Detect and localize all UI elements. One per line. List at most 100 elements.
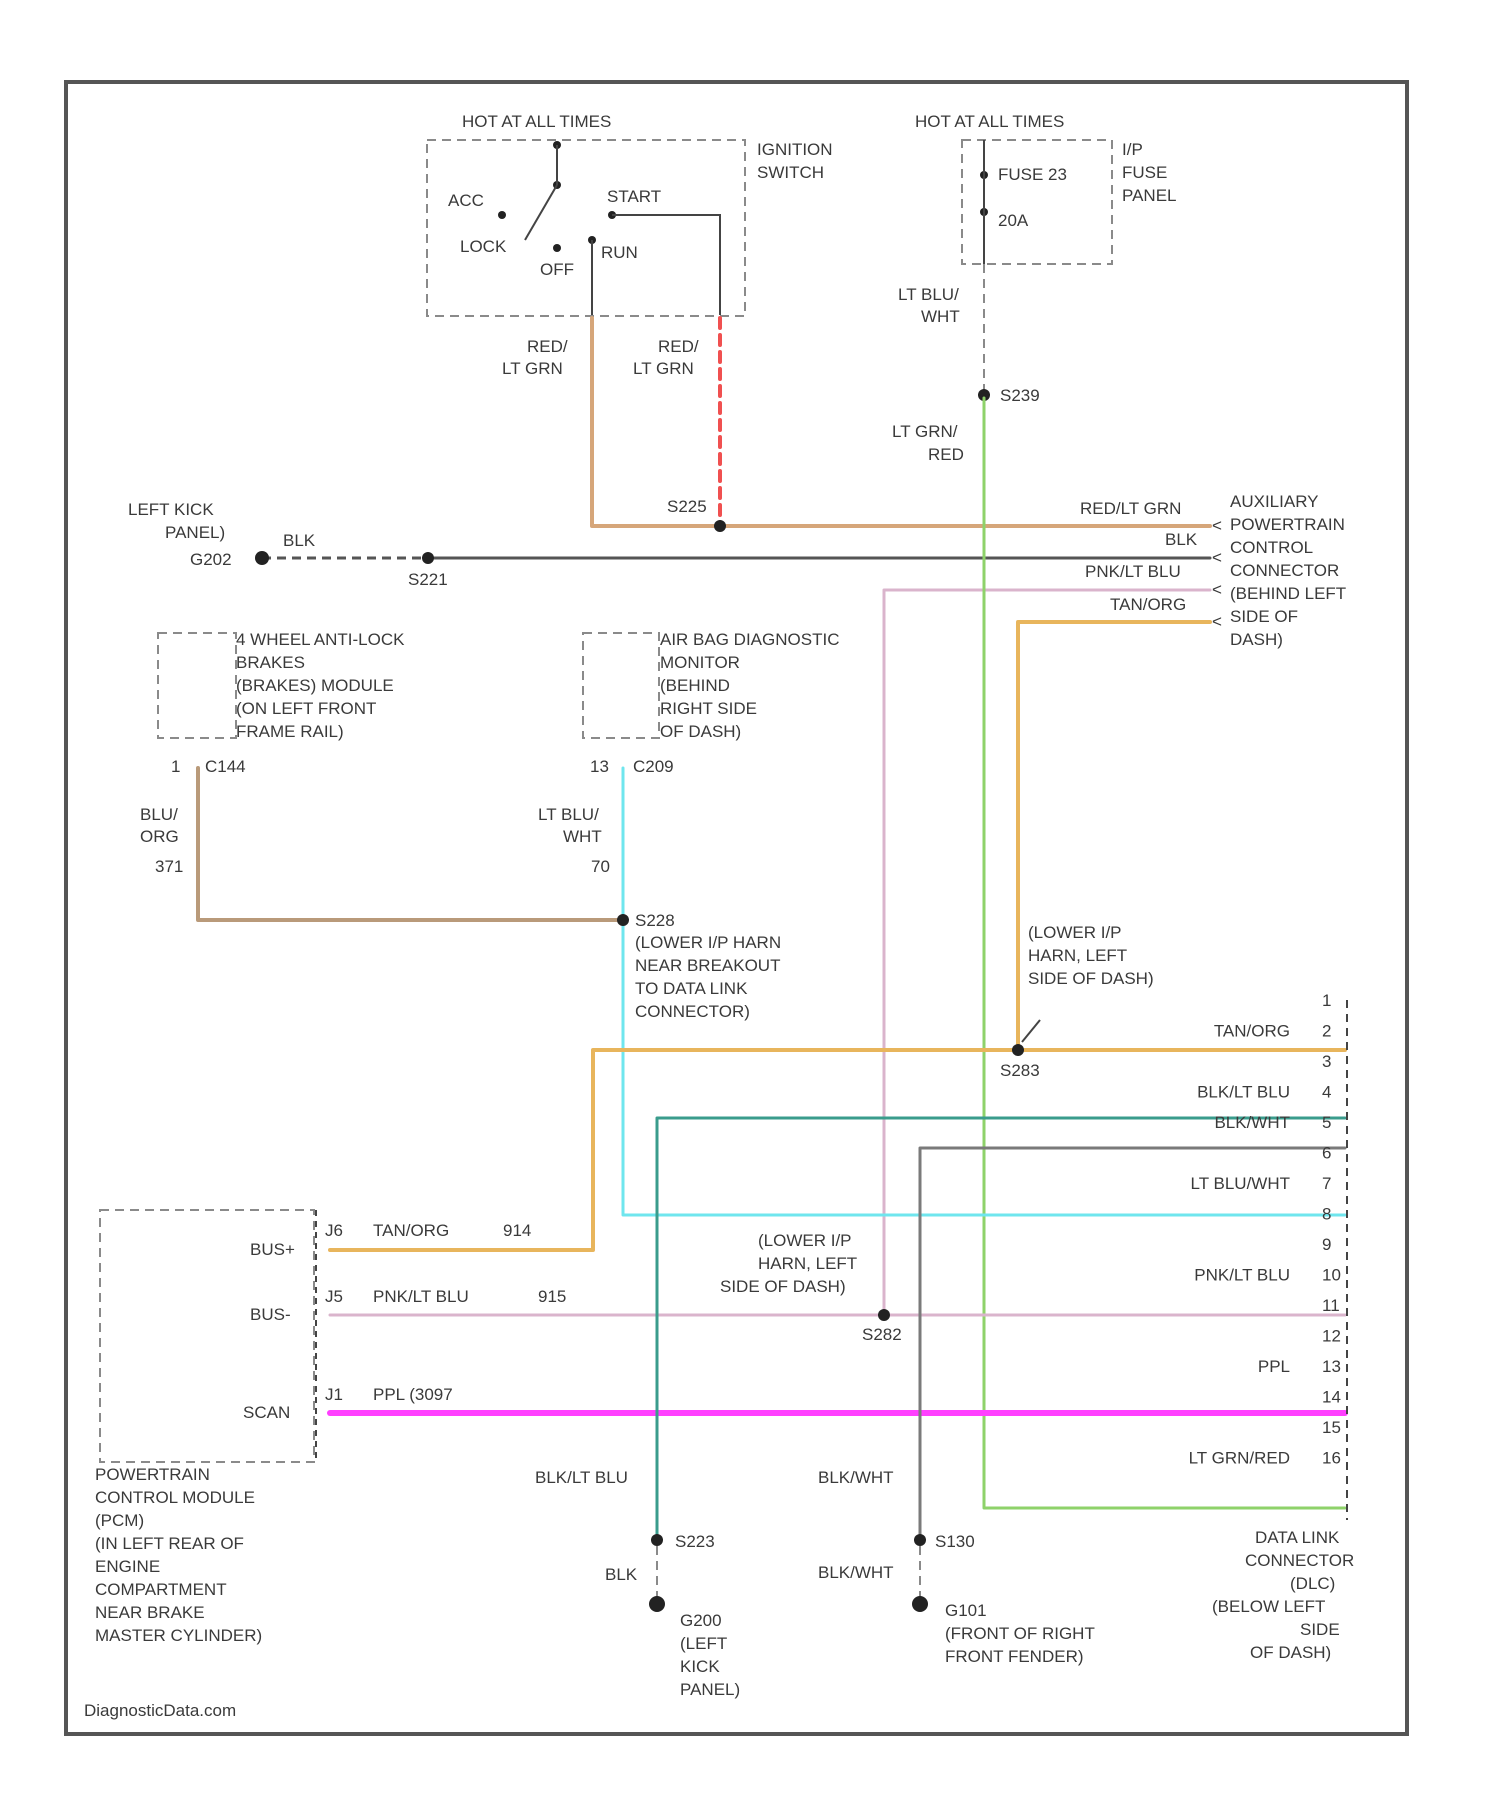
splice-s225-dot xyxy=(714,520,726,532)
airbag-connector: C209 xyxy=(633,757,674,776)
dlc-name-5: SIDE xyxy=(1300,1620,1340,1639)
ground-right-wire: BLK/WHT xyxy=(818,1468,894,1487)
abs-connector: C144 xyxy=(205,757,246,776)
abs-name-5: FRAME RAIL) xyxy=(236,722,344,741)
ground-g202: G202 xyxy=(190,550,232,569)
ignition-start-wire-1: RED/ xyxy=(658,337,699,356)
dlc-pin-8: 8 xyxy=(1322,1205,1331,1224)
dlc-pin-4: 4 xyxy=(1322,1083,1331,1102)
splice-s130-dot xyxy=(914,1534,926,1546)
airbag-wire-1: LT BLU/ xyxy=(538,805,599,824)
pcm-pin-num-scan: J1 xyxy=(325,1385,343,1404)
ignition-lock: LOCK xyxy=(460,237,507,256)
ignition-off: OFF xyxy=(540,260,574,279)
dlc-wire-label-pin-16: LT GRN/RED xyxy=(1189,1449,1290,1468)
ignition-blade xyxy=(525,185,557,240)
aux-wire-2: BLK xyxy=(1165,530,1198,549)
ground-g200-dot xyxy=(649,1596,665,1612)
abs-module-box xyxy=(158,633,236,738)
aux-name-4: CONNECTOR xyxy=(1230,561,1339,580)
abs-name-2: BRAKES xyxy=(236,653,305,672)
dlc-wire-label-pin-5: BLK/WHT xyxy=(1214,1113,1290,1132)
abs-name-3: (BRAKES) MODULE xyxy=(236,676,394,695)
fuse-down-wire-1: LT GRN/ xyxy=(892,422,958,441)
left-kick-1: LEFT KICK xyxy=(128,500,214,519)
airbag-name-4: RIGHT SIDE xyxy=(660,699,757,718)
dlc-pin-2: 2 xyxy=(1322,1022,1331,1041)
dlc-pin-3: 3 xyxy=(1322,1052,1331,1071)
diagram-frame xyxy=(66,82,1407,1734)
fuse-out-wire-1: LT BLU/ xyxy=(898,285,959,304)
fuse-panel-name-1: I/P xyxy=(1122,140,1143,159)
wire-abs-blu-org xyxy=(198,768,623,920)
abs-wire-2: ORG xyxy=(140,827,179,846)
ignition-name-2: SWITCH xyxy=(757,163,824,182)
splice-s223: S223 xyxy=(675,1532,715,1551)
splice-s221-dot xyxy=(422,552,434,564)
airbag-name-5: OF DASH) xyxy=(660,722,741,741)
dlc-name-6: OF DASH) xyxy=(1250,1643,1331,1662)
pcm-name-8: MASTER CYLINDER) xyxy=(95,1626,262,1645)
pcm-pin-label-bus-minus: BUS- xyxy=(250,1305,291,1324)
splice-s221: S221 xyxy=(408,570,448,589)
pcm-name-7: NEAR BRAKE xyxy=(95,1603,205,1622)
ignition-switch-box xyxy=(427,140,745,316)
ground-g101-dot xyxy=(912,1596,928,1612)
ground-g200: G200 xyxy=(680,1611,722,1630)
pcm-pin-num-bus-plus: J6 xyxy=(325,1221,343,1240)
ignition-run: RUN xyxy=(601,243,638,262)
pcm-circuit-bus-plus: 914 xyxy=(503,1221,531,1240)
s283-desc-3: SIDE OF DASH) xyxy=(1028,969,1154,988)
pcm-pin-label-scan: SCAN xyxy=(243,1403,290,1422)
wire-red-ltgrn-run xyxy=(592,318,720,526)
dlc-wire-label-pin-13: PPL xyxy=(1258,1357,1290,1376)
splice-s223-dot xyxy=(651,1534,663,1546)
g101-desc-2: FRONT FENDER) xyxy=(945,1647,1084,1666)
aux-wire-4: TAN/ORG xyxy=(1110,595,1186,614)
dlc-name-1: DATA LINK xyxy=(1255,1528,1340,1547)
fuse-label: FUSE 23 xyxy=(998,165,1067,184)
ignition-hot-label: HOT AT ALL TIMES xyxy=(462,112,611,131)
s283-desc-2: HARN, LEFT xyxy=(1028,946,1127,965)
s228-desc-4: CONNECTOR) xyxy=(635,1002,750,1021)
ignition-acc: ACC xyxy=(448,191,484,210)
pcm: BUS+ J6 TAN/ORG 914 BUS- J5 PNK/LT BLU 9… xyxy=(95,1210,566,1645)
airbag-name-2: MONITOR xyxy=(660,653,740,672)
dlc-pin-5: 5 xyxy=(1322,1113,1331,1132)
abs-name-1: 4 WHEEL ANTI-LOCK xyxy=(236,630,405,649)
ignition-contact-acc xyxy=(498,211,506,219)
pcm-circuit-bus-minus: 915 xyxy=(538,1287,566,1306)
splice-s239: S239 xyxy=(1000,386,1040,405)
grounds: BLK/LT BLU S223 BLK G200 (LEFT KICK PANE… xyxy=(535,1468,1095,1699)
dlc-pin-6: 6 xyxy=(1322,1144,1331,1163)
fuse-out-wire-2: WHT xyxy=(921,307,960,326)
abs-module: 4 WHEEL ANTI-LOCK BRAKES (BRAKES) MODULE… xyxy=(140,630,405,876)
dlc-pin-9: 9 xyxy=(1322,1235,1331,1254)
ignition-run-wire-1: RED/ xyxy=(527,337,568,356)
s282-desc-3: SIDE OF DASH) xyxy=(720,1277,846,1296)
aux-connector: S225 G202 LEFT KICK PANEL) BLK S221 RED/… xyxy=(128,492,1346,649)
ground-g202-dot xyxy=(255,551,269,565)
dlc-wire-label-pin-4: BLK/LT BLU xyxy=(1197,1083,1290,1102)
pcm-name-6: COMPARTMENT xyxy=(95,1580,227,1599)
ground-right-wire2: BLK/WHT xyxy=(818,1563,894,1582)
airbag-monitor-box xyxy=(583,633,659,738)
splice-s228: S228 xyxy=(635,911,675,930)
ignition-start-wire-2: LT GRN xyxy=(633,359,694,378)
g200-desc-2: KICK xyxy=(680,1657,720,1676)
airbag-name-1: AIR BAG DIAGNOSTIC xyxy=(660,630,839,649)
s228-desc-1: (LOWER I/P HARN xyxy=(635,933,781,952)
aux-name-3: CONTROL xyxy=(1230,538,1313,557)
dlc-wire-label-pin-10: PNK/LT BLU xyxy=(1194,1266,1290,1285)
fuse-panel-name-3: PANEL xyxy=(1122,186,1177,205)
splice-s283-dot xyxy=(1012,1044,1024,1056)
footer-watermark: DiagnosticData.com xyxy=(84,1701,236,1720)
s282-desc-2: HARN, LEFT xyxy=(758,1254,857,1273)
fuse-hot-label: HOT AT ALL TIMES xyxy=(915,112,1064,131)
aux-name-7: DASH) xyxy=(1230,630,1283,649)
abs-wire-1: BLU/ xyxy=(140,805,178,824)
dlc-wire-label-pin-7: LT BLU/WHT xyxy=(1191,1174,1291,1193)
